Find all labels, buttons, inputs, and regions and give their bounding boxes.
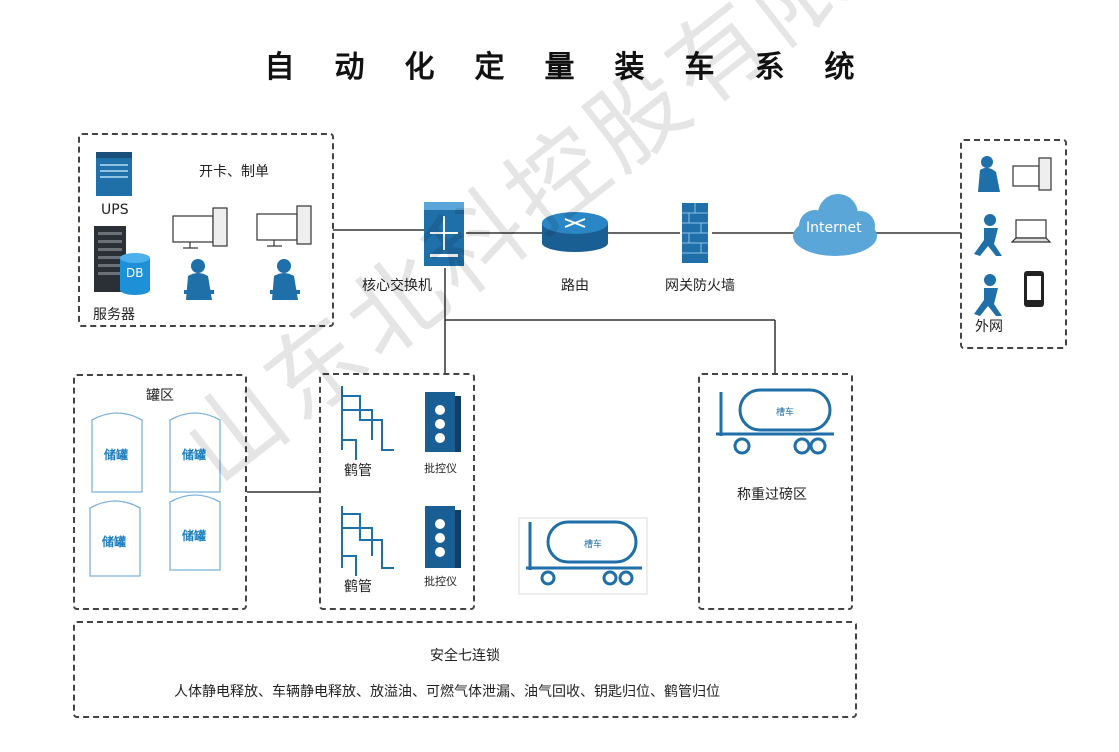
walking-person-icon [974,214,1002,256]
user-at-desk-icon [978,156,1000,192]
laptop-icon [1010,219,1052,243]
weighing-area-label: 称重过磅区 [737,487,807,503]
database-label: DB [126,266,144,280]
core-switch-label: 核心交换机 [362,278,432,294]
firewall-label: 网关防火墙 [665,278,735,294]
loading-arm-label: 鹤管 [344,463,372,479]
computer-icon [256,205,312,247]
weighing-area-box [698,373,853,610]
operator-icon [270,259,300,300]
batch-controller-icon [425,506,461,568]
internet-cloud-icon [793,194,877,256]
computer-icon [172,207,228,249]
safety-title: 安全七连锁 [430,648,500,664]
external-network-box [960,139,1067,349]
ups-label: UPS [101,202,129,218]
router-label: 路由 [561,278,589,294]
storage-tank-icon [169,412,221,493]
firewall-icon [682,203,708,263]
core-switch-icon [424,202,464,266]
tanker-truck-icon [518,517,648,595]
tank-label: 储罐 [182,529,207,543]
connection-lines [247,229,961,493]
tank-label: 储罐 [102,535,127,549]
page-title: 自动化定量装车系统 [264,50,895,85]
office-area-box [78,133,334,327]
loading-arm-icon [341,386,394,460]
desktop-computer-icon [1012,157,1052,191]
safety-items: 人体静电释放、车辆静电释放、放溢油、可燃气体泄漏、油气回收、钥匙归位、鹤管归位 [174,684,720,700]
safety-interlock-box [73,621,857,718]
storage-tank-icon [91,412,143,493]
card-issue-label: 开卡、制单 [199,164,269,180]
storage-tank-icon [169,494,221,571]
internet-label: Internet [806,220,862,236]
tank-label: 储罐 [182,448,207,462]
external-network-label: 外网 [975,319,1003,335]
scale-truck-label: 槽车 [776,408,795,418]
scale-truck-icon [716,388,834,455]
operator-icon [184,259,214,300]
batch-controller-label: 批控仪 [424,575,457,588]
loading-area-box [319,373,475,610]
tank-label: 储罐 [104,448,129,462]
walking-person-icon [974,274,1002,316]
loading-arm-label: 鹤管 [344,579,372,595]
server-label: 服务器 [93,307,135,323]
phone-icon [1024,271,1044,307]
database-icon [120,253,150,295]
tank-area-label: 罐区 [146,388,174,404]
batch-controller-label: 批控仪 [424,462,457,475]
tanker-truck-label: 槽车 [584,540,603,550]
tank-area-box [73,374,247,610]
loading-arm-icon [341,506,394,576]
ups-icon [96,152,132,196]
batch-controller-icon [425,392,461,452]
router-icon [542,212,608,252]
storage-tank-icon [89,500,141,577]
